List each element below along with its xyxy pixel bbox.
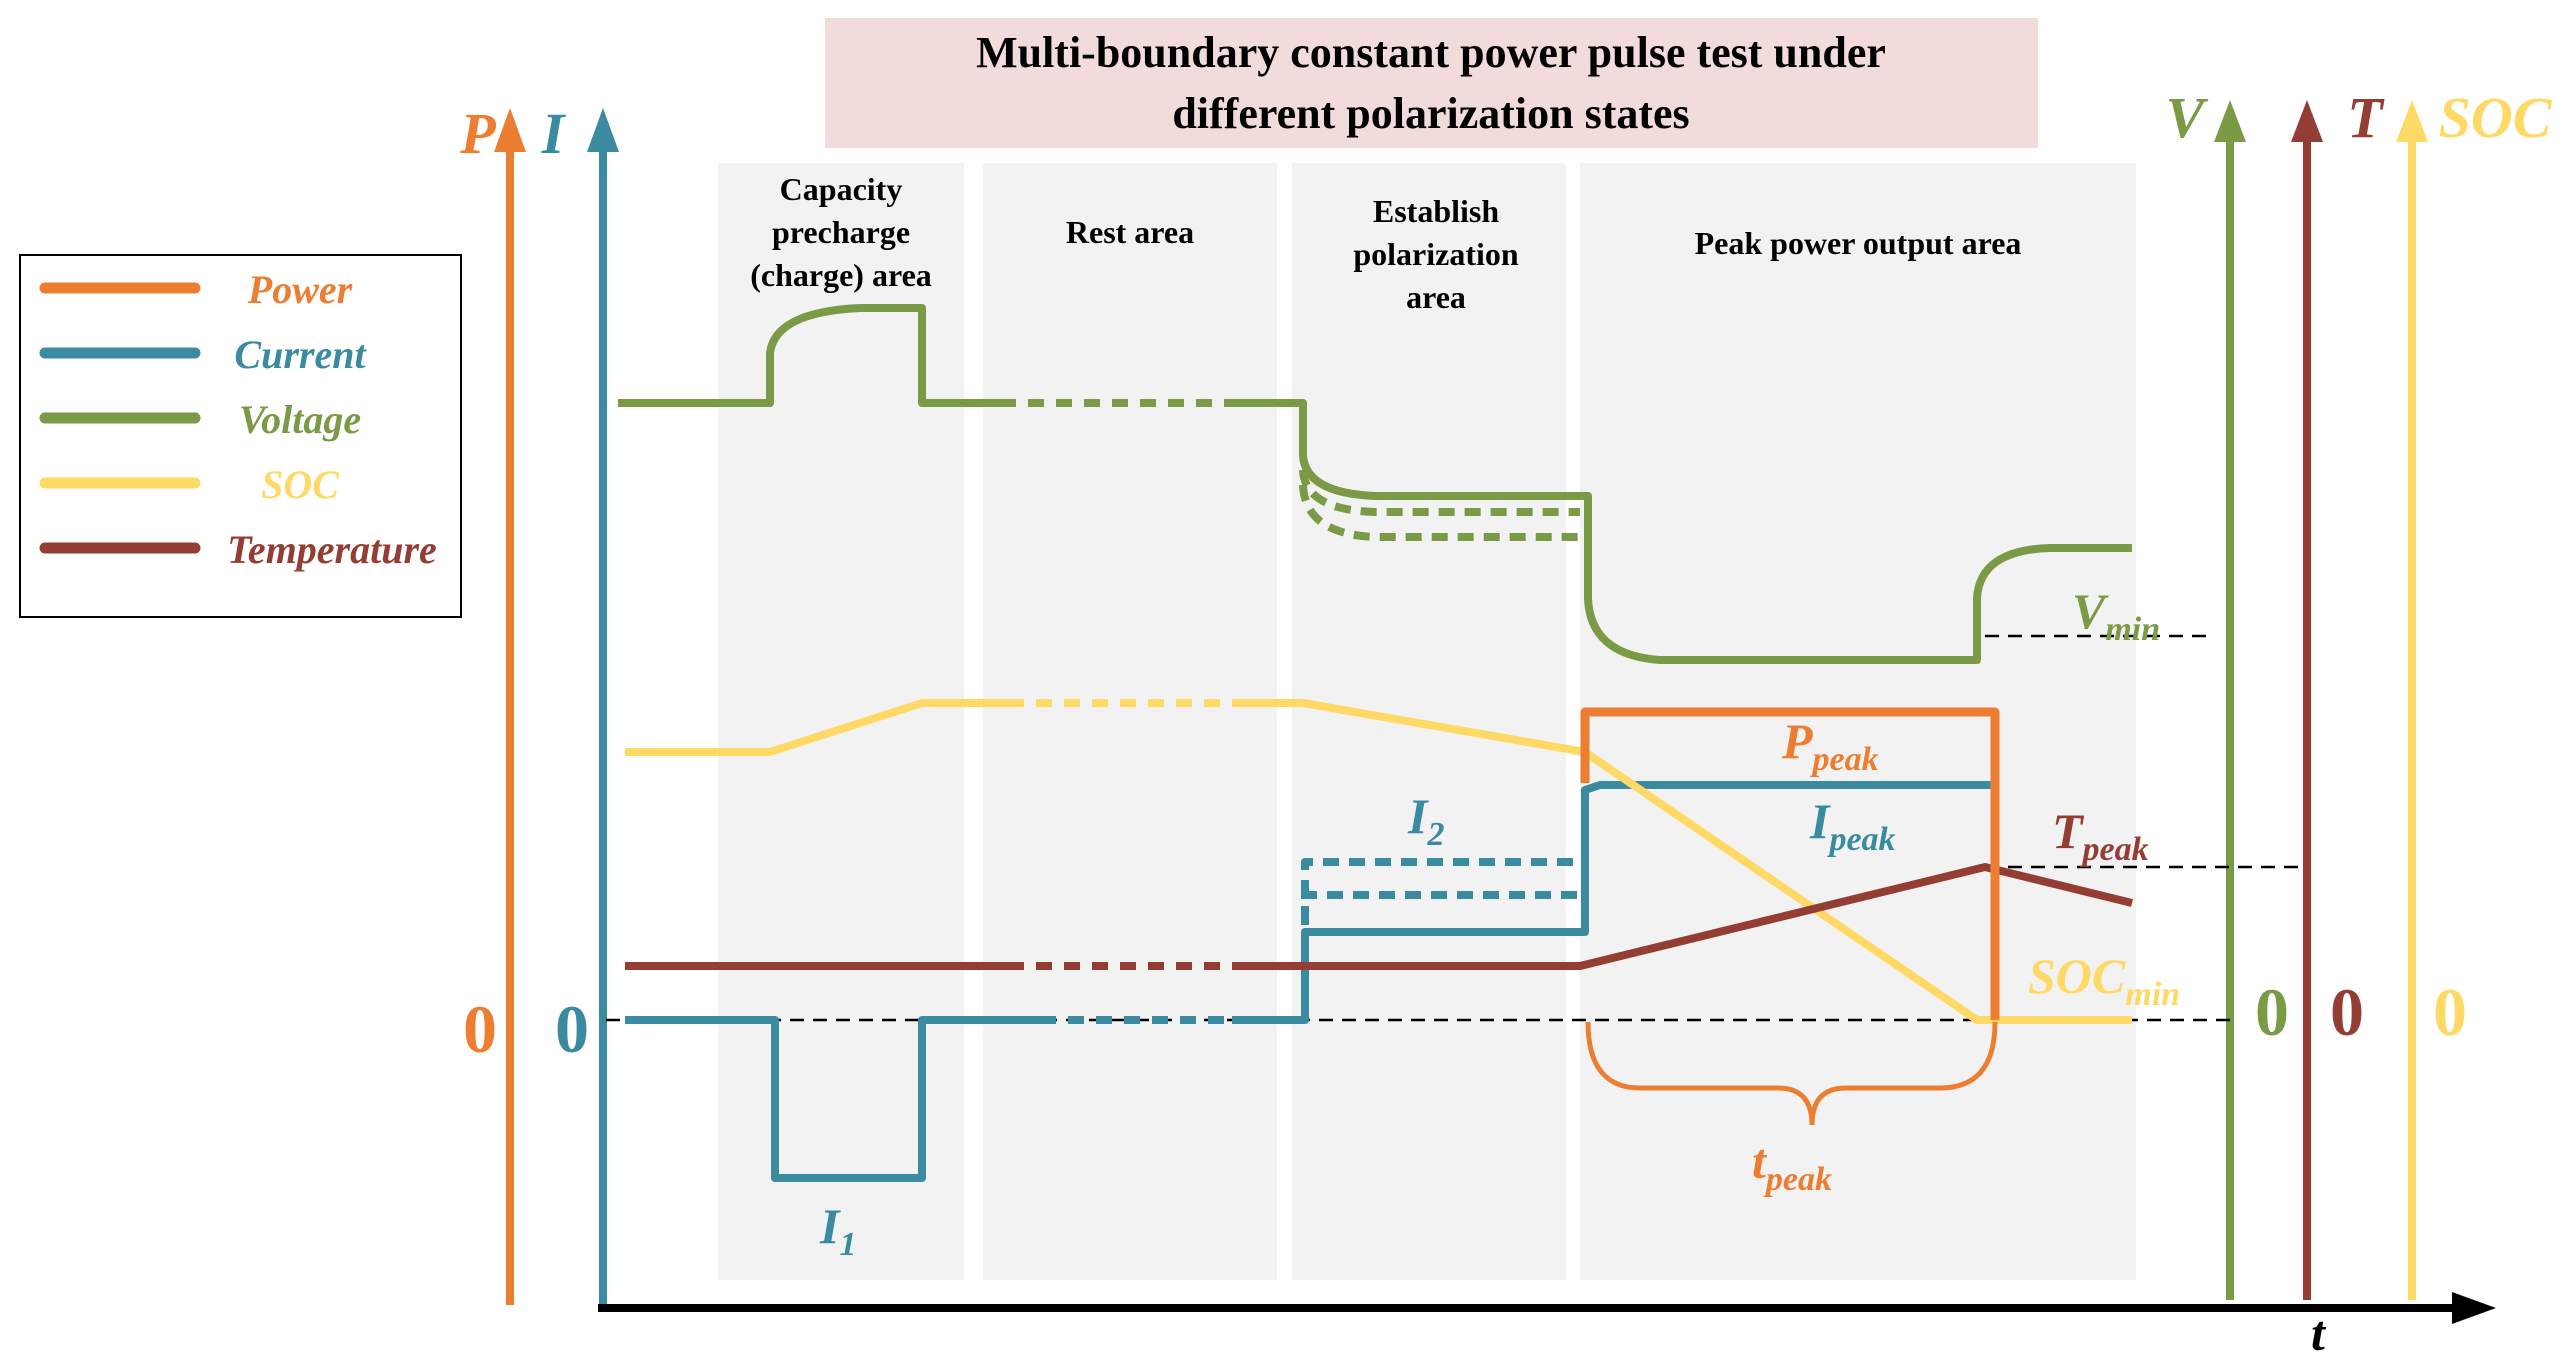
legend: Power Current Voltage SOC Temperature bbox=[39, 267, 437, 572]
title-line-2: different polarization states bbox=[1172, 89, 1689, 138]
current-dashed-lower bbox=[1301, 891, 1580, 925]
soc-axis-arrow bbox=[2396, 100, 2428, 142]
region-rest-bg bbox=[983, 163, 1277, 1280]
legend-label-voltage: Voltage bbox=[239, 397, 361, 442]
p-axis-label: P bbox=[459, 101, 496, 166]
voltage-solid-start bbox=[618, 304, 1000, 407]
v-axis-label: V bbox=[2166, 85, 2209, 150]
reference-lines bbox=[606, 634, 2300, 1022]
v-axis-arrow bbox=[2214, 100, 2246, 142]
i1-sub: 1 bbox=[839, 1226, 856, 1263]
axes bbox=[494, 100, 2496, 1324]
current-solid-mid bbox=[1232, 781, 1995, 1024]
p-axis-arrow bbox=[494, 108, 526, 152]
legend-label-soc: SOC bbox=[261, 462, 340, 507]
tpeak-time-main: t bbox=[1752, 1133, 1768, 1189]
i-axis-label: I bbox=[541, 101, 567, 166]
region-rest-label: Rest area bbox=[1066, 214, 1194, 250]
i-axis-zero: 0 bbox=[555, 991, 589, 1067]
tpeak-time-label: tpeak bbox=[1752, 1133, 1832, 1198]
socmin-label: SOCmin bbox=[2028, 948, 2180, 1013]
ipeak-sub: peak bbox=[1826, 821, 1895, 858]
ppeak-label: Ppeak bbox=[1781, 713, 1879, 778]
t-axis-arrow bbox=[2291, 100, 2323, 142]
voltage-solid-mid bbox=[1232, 399, 2132, 664]
p-axis-zero: 0 bbox=[463, 991, 497, 1067]
current-dashed-upper bbox=[1301, 858, 1580, 922]
vmin-main: V bbox=[2072, 583, 2109, 639]
region-polarization-label-3: area bbox=[1406, 279, 1466, 315]
soc-axis-zero: 0 bbox=[2433, 974, 2467, 1050]
region-precharge-label-2: precharge bbox=[772, 214, 910, 250]
region-precharge-label-1: Capacity bbox=[780, 171, 903, 207]
i-axis-arrow bbox=[587, 108, 619, 152]
region-peak-label: Peak power output area bbox=[1695, 225, 2022, 261]
ppeak-main: P bbox=[1781, 713, 1813, 769]
socmin-sub: min bbox=[2125, 976, 2180, 1013]
region-polarization-label-2: polarization bbox=[1353, 236, 1519, 272]
socmin-main: SOC bbox=[2028, 948, 2126, 1004]
legend-box bbox=[19, 254, 462, 618]
vmin-label: Vmin bbox=[2072, 583, 2160, 648]
title-line-1: Multi-boundary constant power pulse test… bbox=[976, 28, 1886, 77]
legend-label-power: Power bbox=[247, 267, 353, 312]
time-axis-arrow bbox=[2452, 1292, 2496, 1324]
i1-label: I1 bbox=[819, 1198, 856, 1263]
soc-axis-label: SOC bbox=[2439, 85, 2553, 150]
region-precharge-bg bbox=[718, 163, 964, 1280]
temperature-curve bbox=[625, 863, 2133, 970]
tpeak-temp-main: T bbox=[2052, 803, 2085, 859]
region-precharge-label-3: (charge) area bbox=[750, 257, 932, 293]
i2-sub: 2 bbox=[1426, 816, 1444, 853]
region-peak-bg bbox=[1580, 163, 2136, 1280]
current-solid-start bbox=[625, 1016, 1040, 1182]
t-axis-label: T bbox=[2347, 85, 2385, 150]
voltage-dashed-upper bbox=[1299, 469, 1580, 516]
i2-main: I bbox=[1407, 788, 1429, 844]
tpeak-time-sub: peak bbox=[1763, 1161, 1832, 1198]
voltage-dashed-lower bbox=[1299, 484, 1580, 541]
ipeak-main: I bbox=[1809, 793, 1831, 849]
vmin-sub: min bbox=[2105, 611, 2160, 648]
tpeak-temp-sub: peak bbox=[2080, 831, 2149, 868]
i1-main: I bbox=[819, 1198, 841, 1254]
time-axis-label: t bbox=[2311, 1305, 2327, 1361]
power-curve bbox=[1580, 707, 2000, 1020]
v-axis-zero: 0 bbox=[2255, 974, 2289, 1050]
ipeak-label: Ipeak bbox=[1809, 793, 1896, 858]
voltage-curve bbox=[618, 304, 2132, 664]
t-axis-zero: 0 bbox=[2330, 974, 2364, 1050]
legend-label-temperature: Temperature bbox=[227, 527, 437, 572]
ppeak-sub: peak bbox=[1810, 741, 1879, 778]
tpeak-temp-label: Tpeak bbox=[2052, 803, 2149, 868]
soc-solid-start bbox=[625, 699, 1008, 756]
tpeak-brace bbox=[1585, 1021, 1998, 1126]
region-polarization-label-1: Establish bbox=[1373, 193, 1499, 229]
legend-label-current: Current bbox=[234, 332, 367, 377]
i2-label: I2 bbox=[1407, 788, 1444, 853]
current-curve bbox=[625, 781, 1995, 1182]
temperature-solid-end bbox=[1232, 863, 2133, 970]
title-box bbox=[825, 18, 2038, 148]
